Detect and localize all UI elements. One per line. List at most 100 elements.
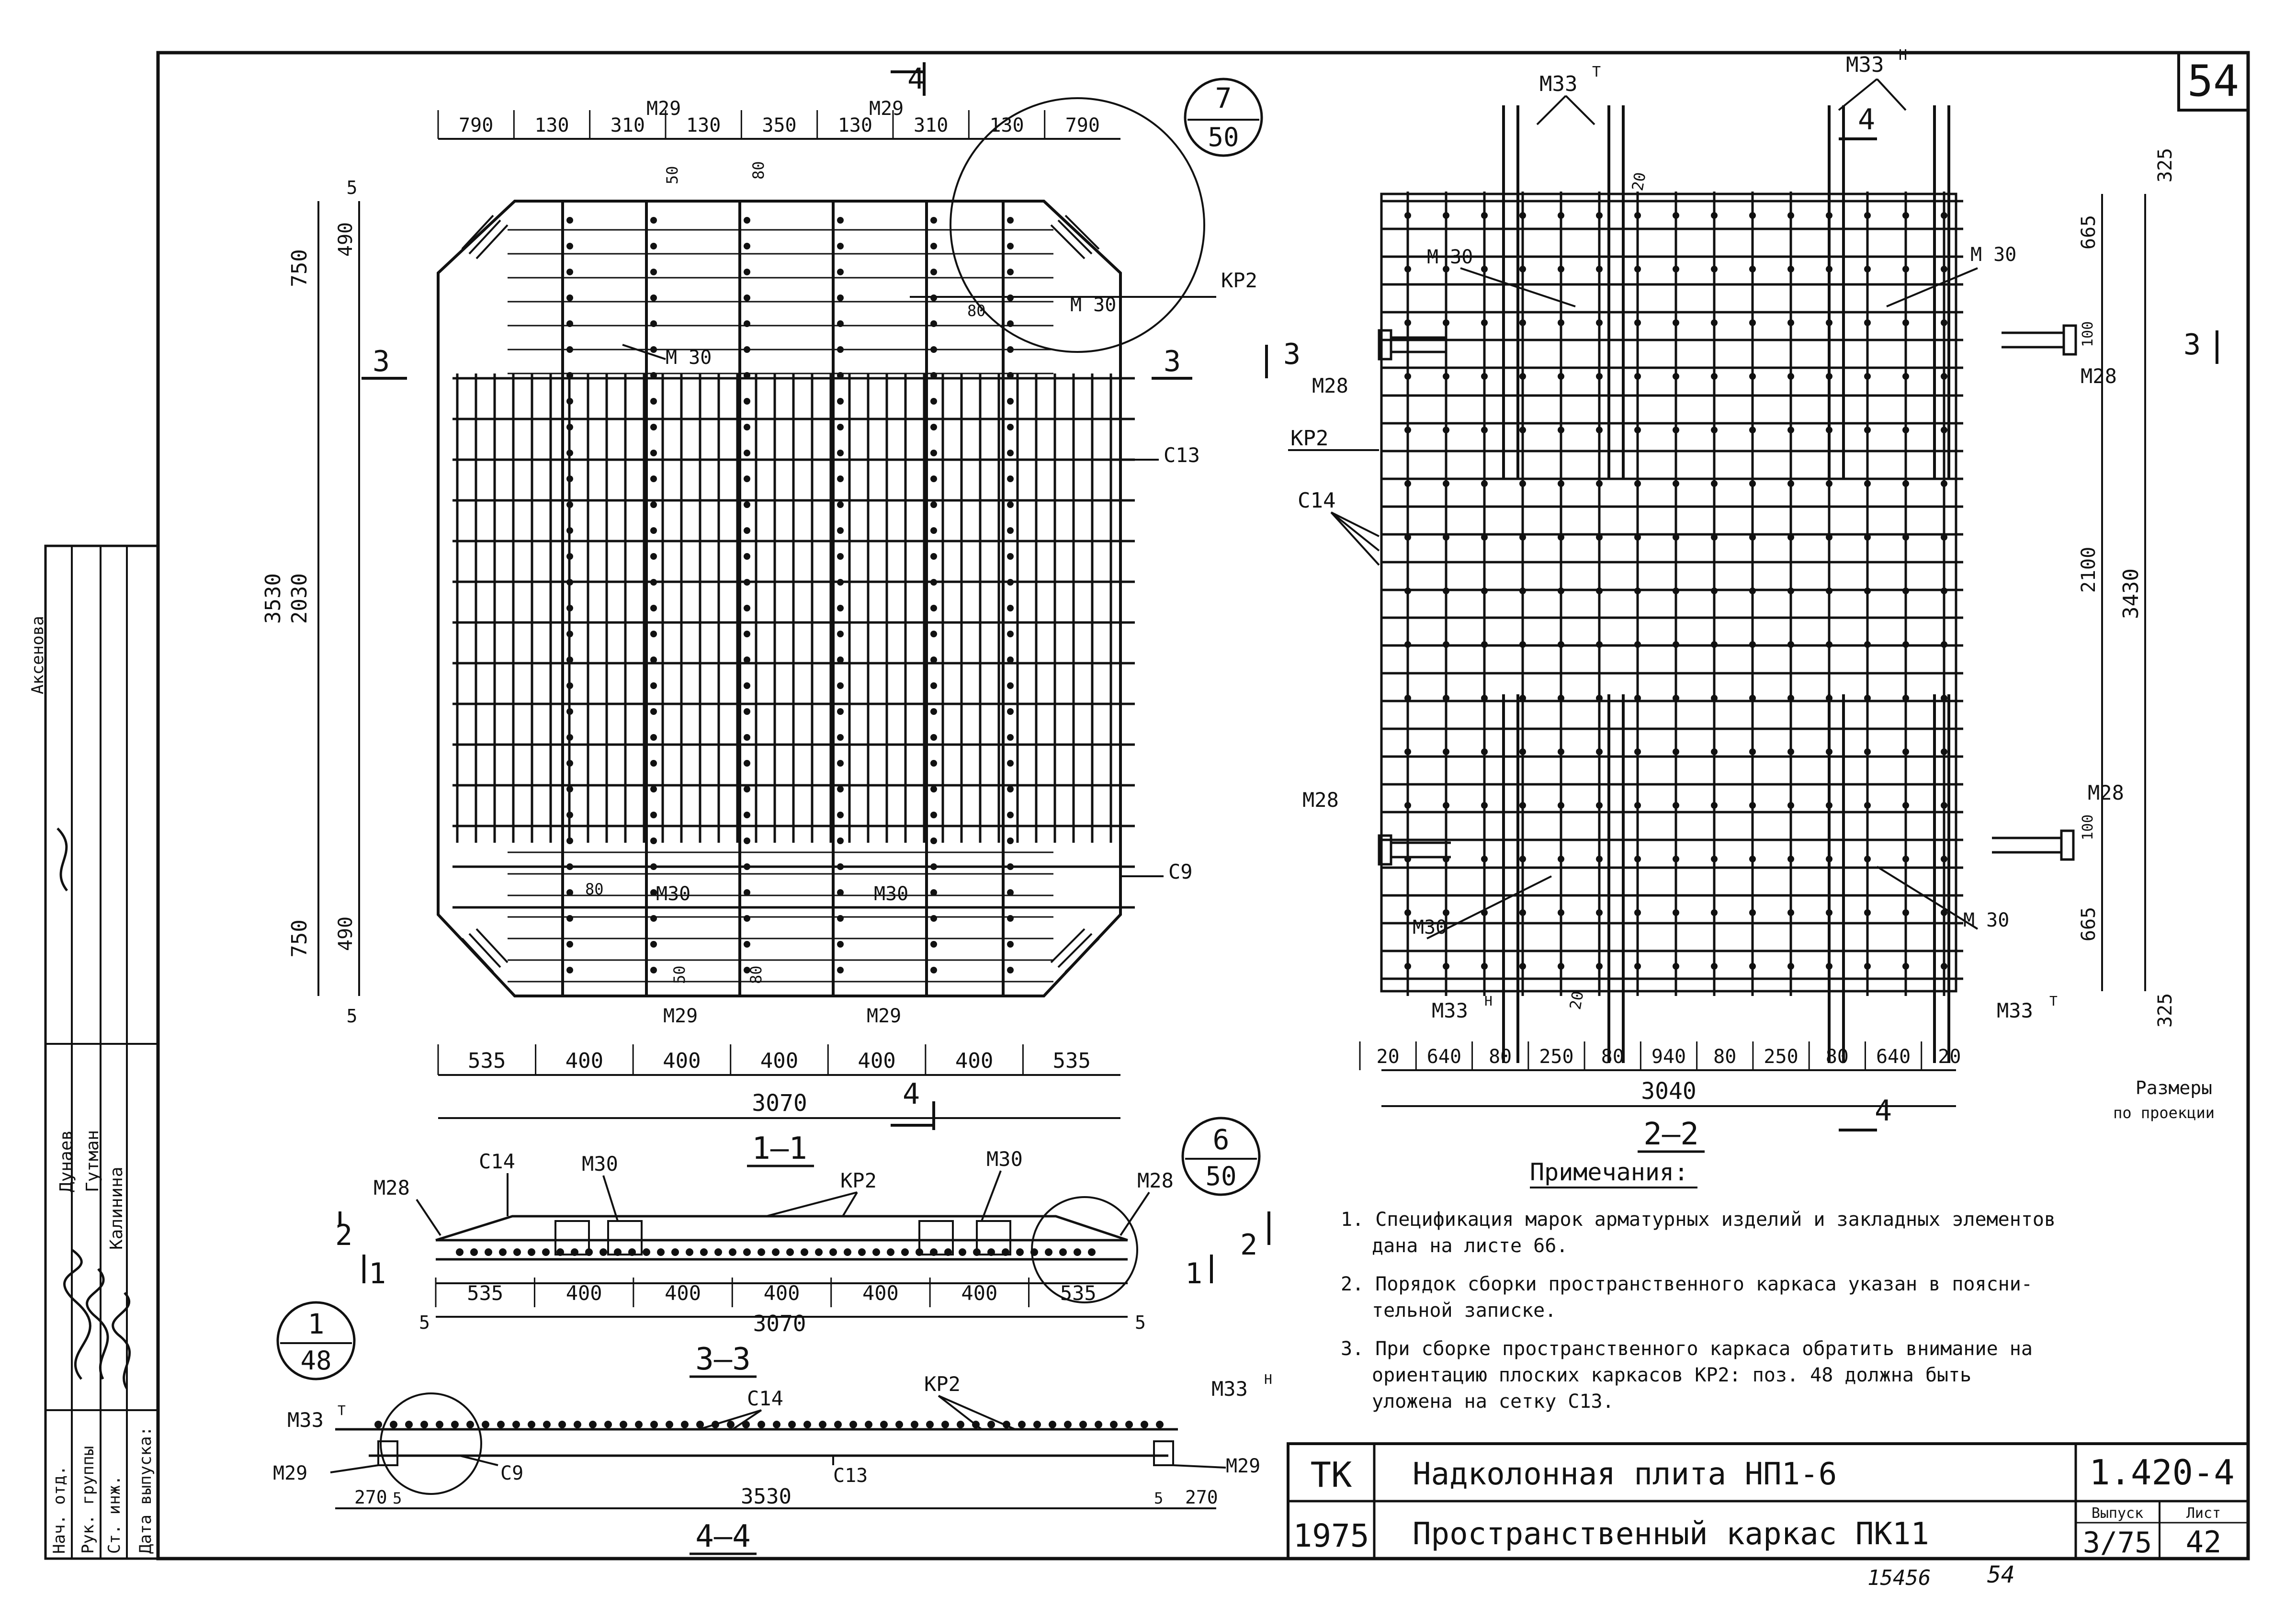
s4-bar-dot (1033, 1421, 1041, 1428)
p1-node (837, 837, 844, 844)
p1-node (566, 889, 573, 896)
plan1-label-kp2: KP2 (1221, 269, 1257, 292)
p1-node (744, 527, 750, 534)
p2-bot-dim-5: 940 (1651, 1046, 1686, 1068)
p2-node (1941, 588, 1947, 594)
note-line-4: тельной записке. (1372, 1300, 1556, 1322)
p1-bot-dim-2: 400 (663, 1049, 701, 1073)
s3-dim-0: 535 (467, 1281, 503, 1305)
p1-node (930, 579, 937, 586)
p2-node (1749, 319, 1756, 326)
p2-bot-dim-4: 80 (1601, 1046, 1624, 1068)
p1-node (566, 837, 573, 844)
s3-bar-dot (844, 1248, 851, 1256)
p2-node (1941, 319, 1947, 326)
p2-node (1749, 641, 1756, 648)
p2-node (1711, 641, 1718, 648)
s3-bar-dot (485, 1248, 492, 1256)
s4-bar-dot (803, 1421, 811, 1428)
p1-node (837, 812, 844, 818)
p1-node (650, 527, 657, 534)
p2-node (1634, 856, 1641, 862)
p2-node (1519, 588, 1526, 594)
p2-bot-dim-10: 20 (1938, 1046, 1961, 1068)
p2-node (1711, 480, 1718, 487)
p2-bot-dim-2: 80 (1489, 1046, 1512, 1068)
sec3-label-c14: C14 (479, 1150, 515, 1173)
s3-dim-2: 400 (665, 1281, 701, 1305)
p1-node (566, 760, 573, 767)
plan2-label-m28-left-bottom: M28 (1302, 788, 1339, 812)
p2-node (1864, 588, 1871, 594)
s4-bar-dot (528, 1421, 535, 1428)
p2-node (1673, 373, 1679, 380)
title-line-1: Надколонная плита НП1-6 (1413, 1457, 1837, 1492)
p2-node (1749, 266, 1756, 272)
p1-node (744, 889, 750, 896)
p1-node (566, 967, 573, 973)
p2-node (1519, 534, 1526, 541)
p2-node (1711, 266, 1718, 272)
p2-node (1404, 802, 1411, 809)
p1-node (930, 553, 937, 560)
p2-node (1443, 695, 1449, 701)
p2-node (1404, 319, 1411, 326)
p1-node (1007, 450, 1014, 456)
sec3-mark-2-right: 2 (1240, 1228, 1257, 1262)
stamp-name-1: Дунаев (57, 1130, 76, 1192)
sec4-label-m33t-sup: T (338, 1402, 346, 1418)
sec3-label-m28-left: M28 (373, 1176, 410, 1199)
p1-node (930, 605, 937, 611)
p1-node (837, 527, 844, 534)
p2-node (1864, 534, 1871, 541)
s3-dim-5: 400 (961, 1281, 997, 1305)
p1-node (744, 812, 750, 818)
sec3-label-m28-right: M28 (1137, 1169, 1174, 1192)
p2-node (1711, 319, 1718, 326)
plan1-outline (437, 200, 1122, 997)
p2-node (1864, 909, 1871, 916)
p2-node (1787, 212, 1794, 219)
p2-node (1864, 748, 1871, 755)
p1-node (837, 605, 844, 611)
s3-bar-dot (643, 1248, 650, 1256)
s3-bar-dot (499, 1248, 507, 1256)
p2-node (1481, 373, 1488, 380)
p2-node (1634, 266, 1641, 272)
sec4-dim-5-left: 5 (393, 1489, 402, 1507)
s3-dim-1: 400 (566, 1281, 602, 1305)
plan2-dim-100-top: 100 (2080, 321, 2096, 347)
p1-node (566, 398, 573, 405)
p2-node (1941, 802, 1947, 809)
stamp-row-3: Ст. инж. (105, 1475, 124, 1554)
p2-node (1481, 266, 1488, 272)
p1-node (930, 708, 937, 715)
plan1-section-mark-4-top: 4 (907, 62, 925, 96)
title-org: ТК (1311, 1455, 1352, 1495)
p2-node (1443, 748, 1449, 755)
plan1-label-m29-top-left: M29 (646, 98, 681, 120)
p1-node (744, 734, 750, 741)
p1-node (1007, 786, 1014, 792)
p2-node (1826, 963, 1832, 970)
s4-bar-dot (911, 1421, 918, 1428)
p2-node (1558, 373, 1564, 380)
p2-node (1787, 534, 1794, 541)
s3-bar-dot (599, 1248, 607, 1256)
p1-node (566, 734, 573, 741)
p2-node (1787, 963, 1794, 970)
s3-bar-dot (801, 1248, 808, 1256)
s3-bar-dot (714, 1248, 722, 1256)
p1-node (837, 372, 844, 379)
p2-node (1673, 963, 1679, 970)
p2-node (1941, 427, 1947, 433)
p1-bot-dim-6: 535 (1052, 1049, 1090, 1073)
p1-node (650, 475, 657, 482)
p1-node (566, 682, 573, 689)
stamp-row-2: Рук. группы (79, 1446, 98, 1554)
p1-node (930, 424, 937, 430)
plan1-dim-2030: 2030 (287, 573, 312, 624)
p2-node (1749, 909, 1756, 916)
p1-node (930, 941, 937, 948)
